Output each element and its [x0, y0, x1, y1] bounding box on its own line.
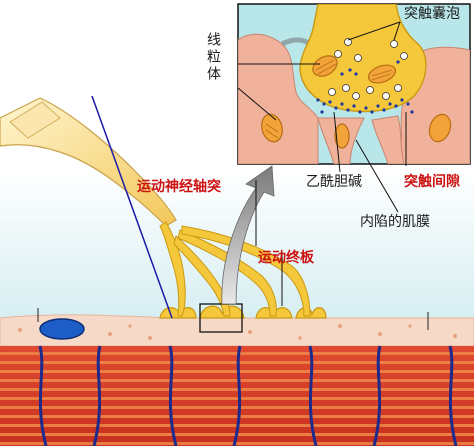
myofibril-stripe [0, 388, 474, 391]
myofibril-stripe [0, 415, 474, 418]
myofibril-stripe [0, 442, 474, 445]
membrane-dots [18, 324, 457, 340]
z-line-band [372, 345, 382, 446]
myofibril-stripe [0, 379, 474, 382]
label-synaptic-cleft: 突触间隙 [404, 174, 460, 190]
synapse-inset [237, 3, 471, 213]
myofibril-stripe [0, 406, 474, 409]
z-line-band [308, 345, 318, 446]
label-motor-end-plate: 运动终板 [258, 250, 314, 266]
muscle-nucleus [39, 318, 85, 340]
label-synaptic-vesicle: 突触囊泡 [404, 6, 460, 22]
z-line-band [168, 345, 178, 446]
label-folded-muscle-membrane: 内陷的肌膜 [360, 214, 430, 230]
label-acetylcholine: 乙酰胆碱 [306, 174, 362, 190]
label-motor-axon: 运动神经轴突 [137, 179, 221, 195]
z-line-band [232, 345, 242, 446]
myofibril-stripe [0, 352, 474, 355]
zoom-box [199, 303, 243, 333]
label-mitochondria: 线粒体 [205, 32, 221, 83]
zoom-arrow [221, 165, 275, 305]
mitochondria-pointer-line [91, 95, 173, 319]
z-line-band [92, 345, 102, 446]
sarcolemma-layer [0, 314, 474, 347]
z-line-band [38, 345, 48, 446]
muscle-fiber [0, 345, 474, 446]
myofibril-stripe [0, 397, 474, 400]
motor-axon [0, 97, 311, 317]
z-line-band [448, 345, 458, 446]
